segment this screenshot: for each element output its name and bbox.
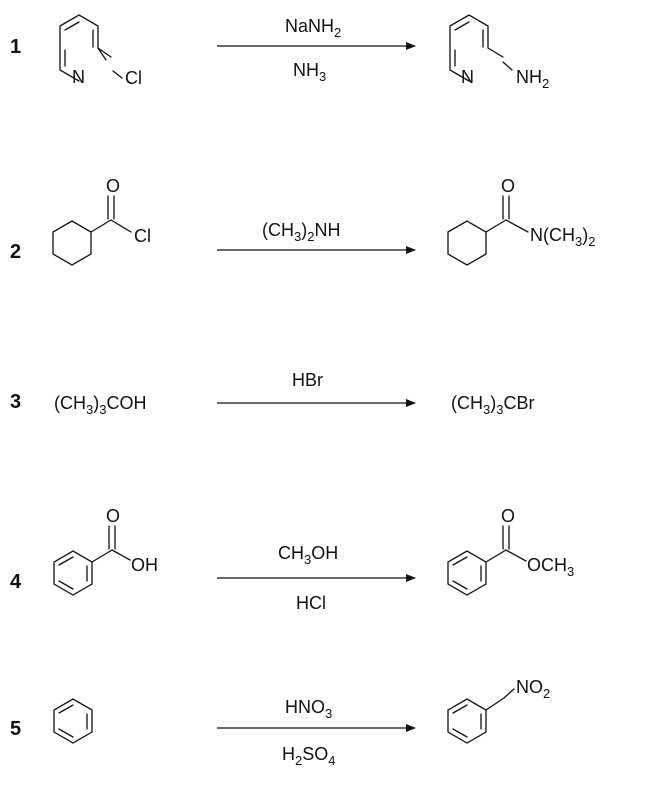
reagent-top-2: (CH3)2NH xyxy=(262,220,340,244)
reaction-number-4: 4 xyxy=(10,571,22,593)
reagent-top-3: HBr xyxy=(292,370,323,390)
amino-label: NH2 xyxy=(516,67,549,91)
reaction-number-2: 2 xyxy=(10,241,21,263)
reaction-number-5: 5 xyxy=(10,718,21,740)
carbonyl-oxygen-label: O xyxy=(501,506,515,526)
product-nitrobenzene: NO2 xyxy=(447,677,550,744)
product-methyl-benzoate: O OCH3 xyxy=(447,506,574,596)
ring-nitrogen-label: N xyxy=(461,67,474,87)
dimethylamino-label: N(CH3)2 xyxy=(530,225,595,249)
carbonyl-oxygen-label: O xyxy=(106,506,120,526)
reaction-number-1: 1 xyxy=(10,36,21,58)
ring-nitrogen-label: N xyxy=(72,67,85,87)
reaction-number-3: 3 xyxy=(10,391,21,413)
reactant-tert-butanol: (CH3)3COH xyxy=(54,393,146,417)
reactant-2-chloropyridine: N Cl xyxy=(59,14,142,88)
reagent-bottom-1: NH3 xyxy=(293,60,326,84)
product-dimethylamide: O N(CH3)2 xyxy=(447,176,595,266)
reaction-2: 2 O Cl (CH3)2NH O N(CH3)2 xyxy=(10,176,595,266)
chloro-label: Cl xyxy=(125,68,142,88)
methoxy-label: OCH3 xyxy=(527,555,574,579)
nitro-label: NO2 xyxy=(516,677,550,701)
reactant-benzoic-acid: O OH xyxy=(53,506,158,596)
reagent-bottom-4: HCl xyxy=(296,593,326,613)
product-tert-butyl-bromide: (CH3)3CBr xyxy=(451,393,534,417)
hydroxyl-label: OH xyxy=(131,555,158,575)
reagent-top-5: HNO3 xyxy=(285,697,332,721)
reactant-cyclohexanecarbonyl-chloride: O Cl xyxy=(52,176,151,266)
chloro-label: Cl xyxy=(134,226,151,246)
reagent-top-4: CH3OH xyxy=(278,543,338,567)
carbonyl-oxygen-label: O xyxy=(501,176,515,196)
carbonyl-oxygen-label: O xyxy=(106,176,120,196)
reaction-5: 5 HNO3 H2SO4 NO2 xyxy=(10,677,550,768)
reaction-4: 4 O OH CH3OH HCl O OCH3 xyxy=(10,506,574,613)
reagent-top-1: NaNH2 xyxy=(285,16,341,40)
reagent-bottom-5: H2SO4 xyxy=(282,744,335,768)
reactant-benzene xyxy=(53,698,93,744)
product-2-aminopyridine: N NH2 xyxy=(449,14,549,91)
reaction-3: 3 (CH3)3COH HBr (CH3)3CBr xyxy=(10,370,534,417)
reaction-1: 1 N Cl NaNH2 NH3 N NH2 xyxy=(10,14,549,91)
